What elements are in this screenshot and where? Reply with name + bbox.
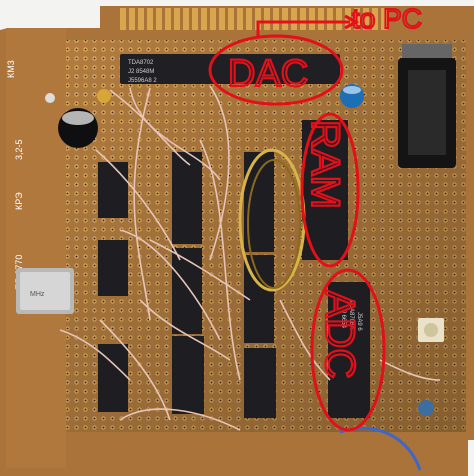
connector-finger: [291, 8, 297, 30]
crystal-label: MHz: [30, 291, 45, 298]
connector-finger: [336, 8, 342, 30]
ic-adc-label-3: J5A9 6: [356, 312, 362, 331]
wire: [119, 229, 221, 341]
connector-finger: [255, 8, 261, 30]
red-annotations: [208, 14, 386, 432]
mark-kp3: КРЭ: [14, 192, 24, 210]
wire: [119, 408, 241, 431]
connector-finger: [327, 8, 333, 30]
connector-finger: [120, 8, 126, 30]
to-pc-arrow-line: [256, 20, 350, 36]
connector-finger: [183, 8, 189, 30]
wire: [149, 239, 251, 301]
wire: [279, 299, 331, 381]
dac-label: DAC: [228, 53, 308, 95]
ic-column-right: [302, 120, 348, 260]
connector-finger: [264, 8, 270, 30]
dac-outline: [208, 34, 344, 106]
connector-finger: [237, 8, 243, 30]
wire: [209, 85, 230, 261]
ic-dac-label-3: J5596A8 2: [128, 78, 157, 84]
ic-adc-label-1: TDA8708A: [348, 300, 354, 329]
ic-dac-label-2: J2 8548M: [128, 69, 154, 75]
connector-finger: [318, 8, 324, 30]
to-pc-label: to PC: [352, 3, 422, 34]
wire: [95, 149, 181, 261]
crystal-oscillator: MHz: [16, 268, 74, 314]
to-pc-arrowhead: [344, 14, 360, 30]
ram-outline: [300, 112, 360, 268]
connector-finger: [381, 8, 387, 30]
edge-connector: [120, 8, 387, 30]
connector-finger: [363, 8, 369, 30]
capacitors: [45, 84, 434, 416]
wire: [59, 329, 131, 381]
adc-outline: [310, 268, 386, 432]
connector-finger: [156, 8, 162, 30]
connector-block: [398, 44, 456, 168]
trimmer-potentiometer: [418, 318, 444, 342]
connector-finger: [201, 8, 207, 30]
connector-finger: [210, 8, 216, 30]
wire: [109, 89, 191, 166]
red-annotation-labels: to PC DAC RAM ADC: [227, 2, 423, 380]
connector-finger: [147, 8, 153, 30]
connector-finger: [174, 8, 180, 30]
connector-finger: [192, 8, 198, 30]
wire: [133, 87, 151, 321]
connector-finger: [138, 8, 144, 30]
ic-dac-label-1: TDA8702: [128, 60, 154, 66]
ic-column-left: [172, 152, 204, 414]
ram-label: RAM: [303, 120, 347, 209]
ic-dac-chip: TDA8702 J2 8548M J5596A8 2: [120, 54, 340, 84]
connector-finger: [372, 8, 378, 30]
connector-finger: [309, 8, 315, 30]
connector-finger: [282, 8, 288, 30]
connector-finger: [165, 8, 171, 30]
ic-adc-chip: TDA8708A J 6654 J5A9 6: [328, 282, 370, 418]
connector-finger: [354, 8, 360, 30]
connector-finger: [129, 8, 135, 30]
wire: [199, 139, 241, 381]
connector-finger: [300, 8, 306, 30]
connector-finger: [228, 8, 234, 30]
connector-finger: [219, 8, 225, 30]
jumper-wires: [59, 85, 441, 431]
adc-label: ADC: [317, 290, 364, 379]
wire: [139, 299, 231, 361]
ic-adc-label-2: J 6654: [340, 310, 346, 329]
connector-finger: [273, 8, 279, 30]
ic-small-left: [98, 162, 128, 412]
mark-km3: КМ3: [6, 60, 16, 78]
mark-value: 3,2-5: [14, 139, 24, 160]
wire: [379, 359, 441, 381]
connector-finger: [246, 8, 252, 30]
